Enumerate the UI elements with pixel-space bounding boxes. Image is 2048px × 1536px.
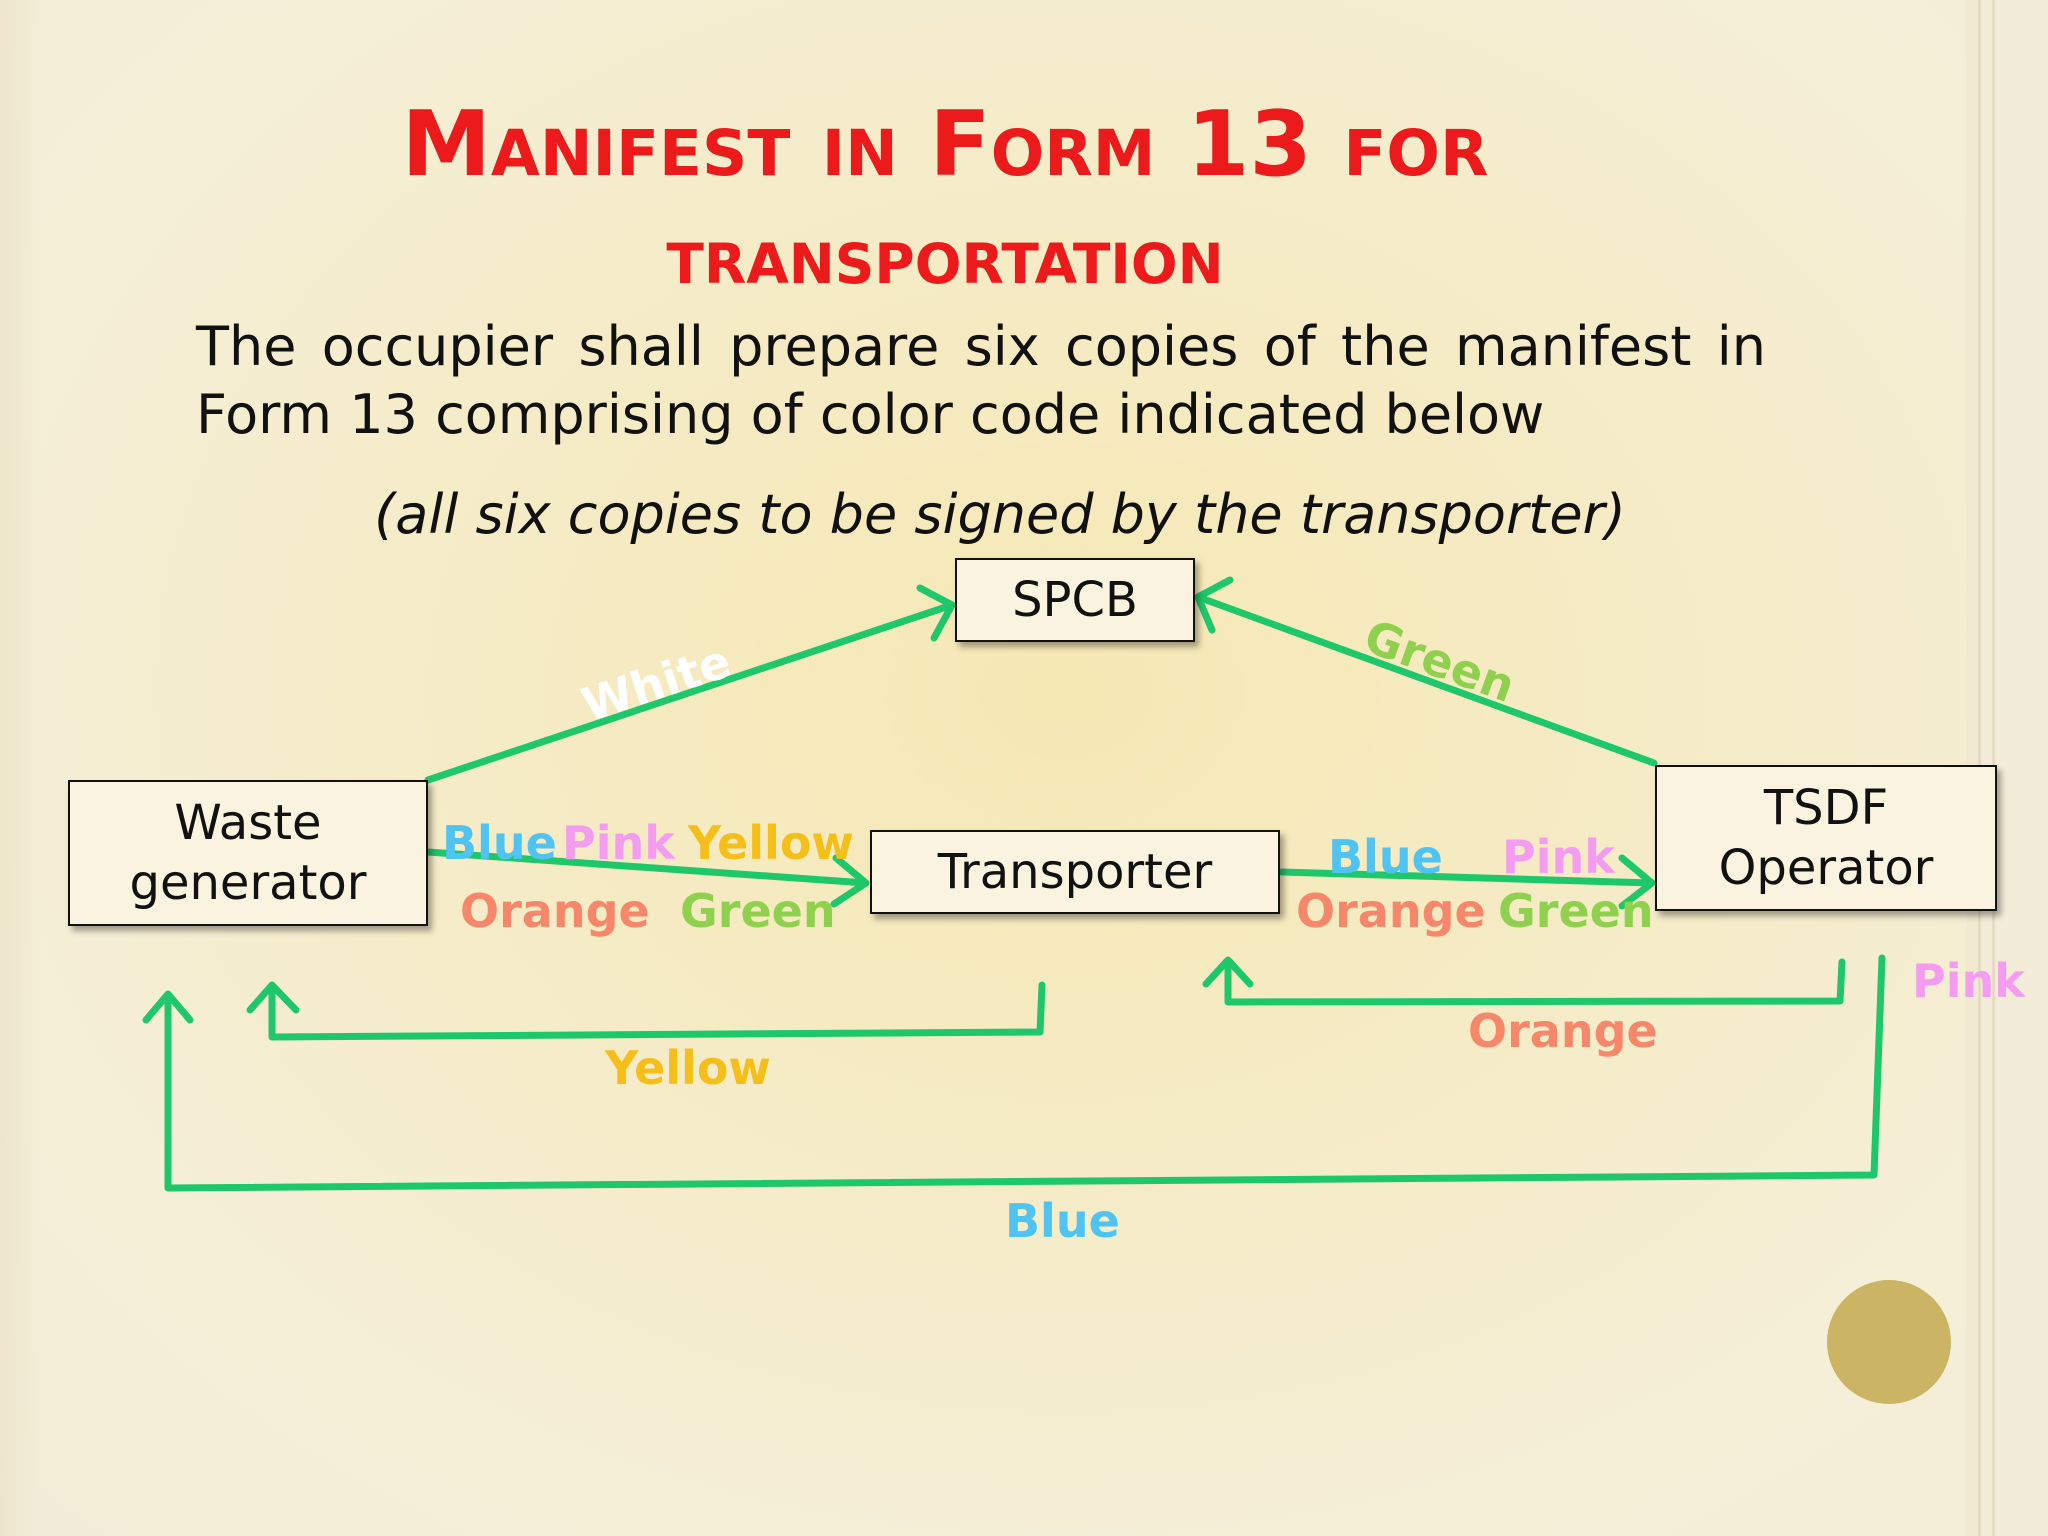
label-gen-blue: Blue	[442, 816, 557, 870]
slide-title-line-1: Manifest in Form 13 for	[401, 92, 1489, 197]
node-waste-generator: Waste generator	[68, 780, 428, 926]
paragraph-line-1: The occupier shall prepare six copies of…	[196, 315, 1766, 378]
node-tsdf-operator: TSDF Operator	[1655, 765, 1997, 911]
arrow-generator-to-transporter	[424, 848, 870, 908]
label-return-blue: Blue	[1005, 1194, 1120, 1248]
arrow-tsdf-to-generator	[142, 954, 1886, 1192]
node-tsdf-operator-label: TSDF Operator	[1718, 780, 1934, 896]
node-spcb: SPCB	[955, 558, 1195, 642]
label-return-yellow: Yellow	[605, 1041, 771, 1095]
label-gen-green: Green	[680, 884, 836, 938]
paragraph-line-2: Form 13 comprising of color code indicat…	[196, 383, 1545, 446]
decorative-circle	[1827, 1280, 1951, 1404]
slide-left-shade	[0, 0, 40, 1536]
label-gen-yellow: Yellow	[688, 816, 854, 870]
node-transporter: Transporter	[870, 830, 1280, 914]
arrow-tsdf-to-transporter	[1202, 956, 1846, 1006]
label-gen-orange: Orange	[460, 884, 650, 938]
signature-note: (all six copies to be signed by the tran…	[374, 483, 1626, 546]
label-return-orange: Orange	[1468, 1004, 1658, 1058]
node-waste-generator-label: Waste generator	[129, 795, 367, 911]
label-gen-pink: Pink	[562, 816, 675, 870]
label-trans-blue: Blue	[1328, 830, 1443, 884]
arrow-transporter-to-tsdf	[1278, 854, 1656, 910]
arrow-tsdf-to-spcb	[1194, 576, 1658, 767]
arrow-generator-to-spcb	[424, 584, 956, 784]
label-trans-orange: Orange	[1296, 884, 1486, 938]
slide-title-line-2: transportation	[666, 212, 1224, 302]
arrow-transporter-to-generator	[246, 981, 1046, 1041]
label-retained-pink: Pink	[1912, 954, 2025, 1008]
label-trans-green: Green	[1498, 884, 1654, 938]
label-trans-pink: Pink	[1502, 830, 1615, 884]
